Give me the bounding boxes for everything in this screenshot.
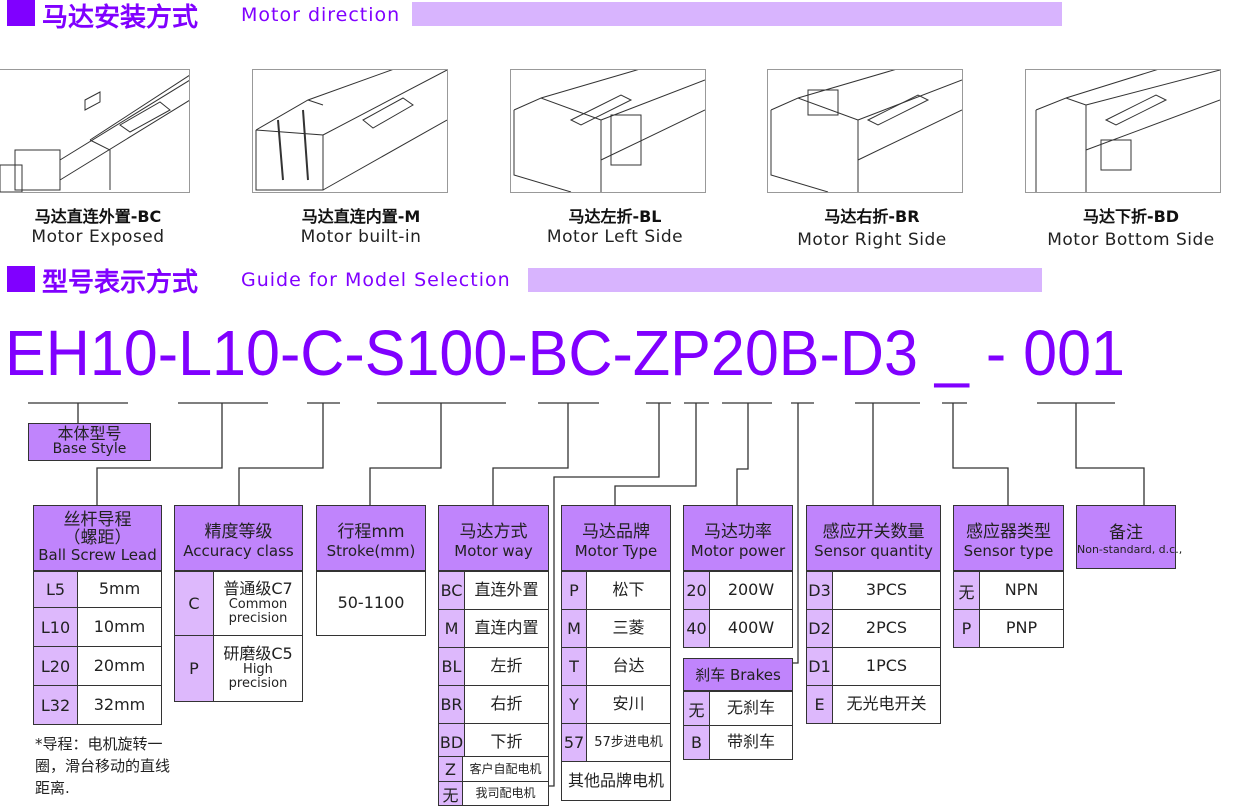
motor-built-in-drawing (252, 69, 448, 193)
model-code-text: EH10-L10-C-S100-BC-ZP20B-D3 _ - 001 (5, 320, 1125, 389)
section-title-en: Motor direction (241, 4, 401, 26)
lead-note: *导程：电机旋转一圈，滑台移动的直线距离. (35, 735, 171, 797)
section-marker (7, 0, 35, 26)
section-bar (528, 268, 1042, 292)
section-bar (412, 2, 1062, 26)
table-row: 无无刹车 (684, 691, 792, 725)
table-row: 其他品牌电机 (562, 761, 670, 800)
section-title-cn: 型号表示方式 (42, 268, 199, 298)
table-row: 无我司配电机 (439, 781, 548, 805)
section-marker (7, 266, 35, 292)
section-title-cn: 马达安装方式 (42, 3, 199, 33)
motor-bottom-side-drawing (1025, 69, 1221, 193)
motor-exposed-drawing (0, 69, 190, 193)
section-title-en: Guide for Model Selection (241, 269, 511, 291)
motor-right-side-drawing (767, 69, 963, 193)
motor-left-side-drawing (510, 69, 706, 193)
model-code: EH10-L10-C-S100-BC-ZP20B-D3 _ - 001 (5, 320, 1125, 389)
